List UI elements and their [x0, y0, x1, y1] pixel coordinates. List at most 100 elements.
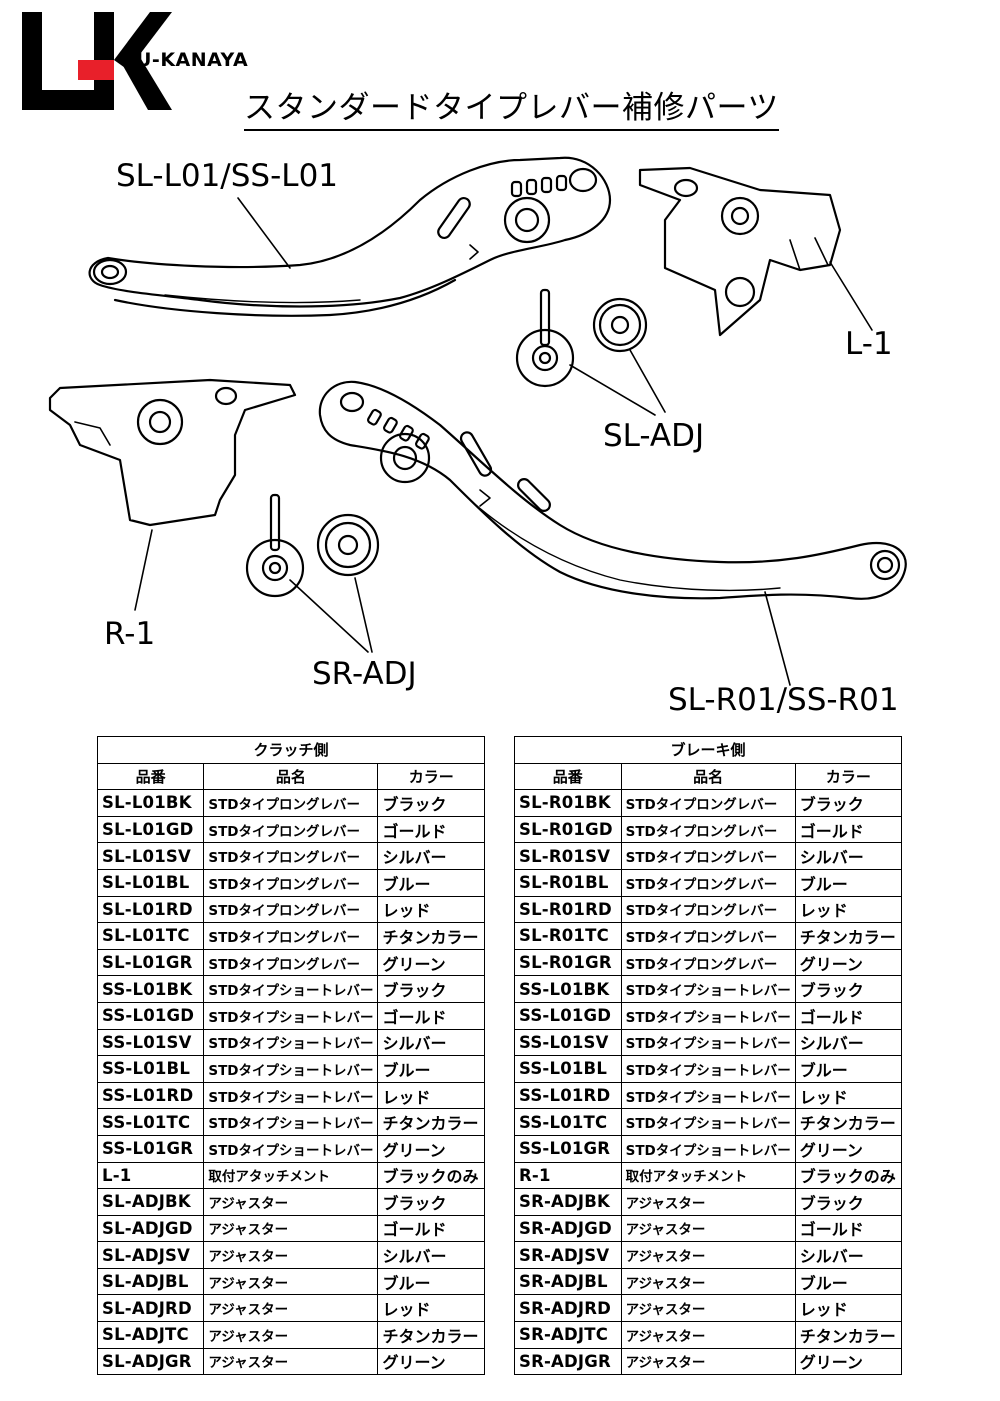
- color-cell: ブラック: [377, 789, 485, 817]
- product-name-cell: アジャスター: [203, 1241, 379, 1269]
- product-name-cell: アジャスター: [620, 1347, 796, 1376]
- part-number-cell: SL-ADJTC: [96, 1321, 205, 1349]
- part-number-cell: SR-ADJSV: [514, 1241, 622, 1269]
- product-name-cell: STDタイプロングレバー: [620, 868, 796, 897]
- part-number-cell: SS-L01BK: [96, 975, 205, 1003]
- part-number-cell: SS-L01RD: [514, 1081, 622, 1110]
- part-number-cell: SR-ADJBK: [514, 1188, 622, 1216]
- product-name-cell: アジャスター: [620, 1267, 796, 1296]
- part-number-cell: SL-L01BK: [96, 789, 205, 817]
- part-number-cell: SL-R01GR: [514, 948, 622, 977]
- uk-logo: [22, 12, 172, 110]
- color-cell: レッド: [794, 1081, 903, 1110]
- sr-adjuster-drawing: [245, 493, 380, 598]
- part-number-cell: SL-L01GR: [96, 948, 205, 977]
- leader-lines: [134, 197, 873, 686]
- color-cell: ブラック: [377, 1188, 485, 1216]
- product-name-cell: STDタイプロングレバー: [620, 922, 796, 950]
- product-name-cell: STDタイプロングレバー: [620, 842, 796, 870]
- color-cell: ブルー: [794, 1055, 903, 1083]
- product-name-cell: STDタイプショートレバー: [620, 1108, 796, 1136]
- label-r1-mount: R-1: [104, 616, 156, 652]
- color-cell: ゴールド: [794, 1214, 903, 1243]
- color-cell: レッド: [794, 1294, 903, 1323]
- color-cell: シルバー: [377, 1028, 485, 1057]
- color-cell: レッド: [377, 895, 485, 924]
- product-name-cell: STDタイプショートレバー: [620, 1001, 796, 1030]
- product-name-cell: アジャスター: [620, 1321, 796, 1349]
- color-cell: ブルー: [377, 1055, 485, 1083]
- part-number-cell: SL-R01BL: [514, 868, 622, 897]
- color-cell: レッド: [794, 895, 903, 924]
- color-cell: シルバー: [377, 1241, 485, 1269]
- product-name-cell: アジャスター: [203, 1267, 379, 1296]
- color-cell: グリーン: [794, 1347, 903, 1376]
- color-cell: チタンカラー: [377, 922, 485, 950]
- part-number-cell: L-1: [96, 1161, 205, 1190]
- color-cell: シルバー: [794, 1028, 903, 1057]
- product-name-cell: STDタイプロングレバー: [203, 922, 379, 950]
- col-header-color: カラー: [794, 762, 903, 791]
- product-name-cell: STDタイプショートレバー: [203, 1055, 379, 1083]
- product-name-cell: アジャスター: [203, 1214, 379, 1243]
- product-name-cell: STDタイプショートレバー: [203, 1108, 379, 1136]
- col-header-product-name: 品名: [203, 762, 379, 791]
- r1-mount-drawing: [48, 378, 297, 527]
- part-number-cell: SR-ADJGR: [514, 1347, 622, 1376]
- col-header-part-number: 品番: [514, 762, 622, 791]
- product-name-cell: STDタイプロングレバー: [203, 868, 379, 897]
- part-number-cell: SS-L01TC: [96, 1108, 205, 1136]
- col-header-part-number: 品番: [96, 762, 205, 791]
- part-number-cell: SS-L01BK: [514, 975, 622, 1003]
- product-name-cell: アジャスター: [620, 1188, 796, 1216]
- product-name-cell: STDタイプショートレバー: [203, 975, 379, 1003]
- part-number-cell: SL-L01TC: [96, 922, 205, 950]
- color-cell: ゴールド: [377, 815, 485, 844]
- color-cell: ブラック: [794, 789, 903, 817]
- color-cell: チタンカラー: [794, 1108, 903, 1136]
- product-name-cell: STDタイプロングレバー: [620, 815, 796, 844]
- product-name-cell: STDタイプショートレバー: [203, 1028, 379, 1057]
- product-name-cell: STDタイプショートレバー: [620, 1055, 796, 1083]
- product-name-cell: アジャスター: [203, 1294, 379, 1323]
- color-cell: ブラックのみ: [377, 1161, 485, 1190]
- part-number-cell: SS-L01GD: [514, 1001, 622, 1030]
- col-header-product-name: 品名: [620, 762, 796, 791]
- color-cell: ブルー: [377, 868, 485, 897]
- part-number-cell: SL-R01BK: [514, 789, 622, 817]
- product-name-cell: STDタイプショートレバー: [203, 1001, 379, 1030]
- color-cell: グリーン: [377, 948, 485, 977]
- part-number-cell: SL-L01RD: [96, 895, 205, 924]
- part-number-cell: SR-ADJBL: [514, 1267, 622, 1296]
- part-number-cell: SR-ADJRD: [514, 1294, 622, 1323]
- color-cell: ブラック: [794, 1188, 903, 1216]
- color-cell: チタンカラー: [794, 1321, 903, 1349]
- color-cell: チタンカラー: [377, 1108, 485, 1136]
